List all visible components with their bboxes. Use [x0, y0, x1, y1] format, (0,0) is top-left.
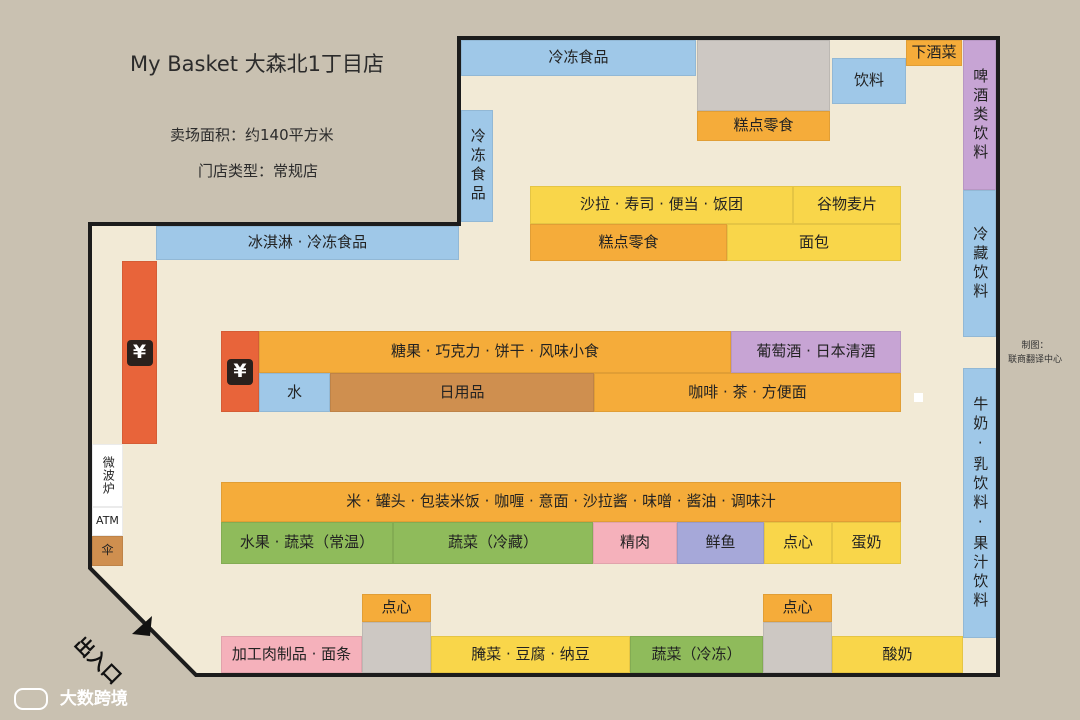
section-rice-etc: 米 · 罐头 · 包装米饭 · 咖喱 · 意面 · 沙拉酱 · 味噌 · 酱油 … [221, 482, 901, 522]
map-credit: 制图： 联商翻译中心 [1008, 340, 1062, 367]
gray-block-top [697, 40, 830, 111]
section-daily-goods: 日用品 [330, 373, 594, 412]
section-coffee-tea: 咖啡 · 茶 · 方便面 [594, 373, 901, 412]
watermark-text: 大数跨境 [59, 689, 128, 709]
section-snacks-mid: 糕点零食 [530, 224, 727, 261]
section-dessert-row: 点心 [764, 522, 832, 564]
section-dessert-bottom-right: 点心 [763, 594, 832, 622]
section-dessert-bottom-left: 点心 [362, 594, 431, 622]
section-processed-meat: 加工肉制品 · 面条 [221, 636, 362, 673]
section-liquor-small: 下酒菜 [906, 40, 962, 66]
section-veg-chilled: 蔬菜（冷藏） [393, 522, 593, 564]
section-snacks-top: 糕点零食 [697, 111, 830, 141]
section-drinks-top: 饮料 [832, 58, 906, 104]
section-chilled-drinks: 冷藏饮料 [963, 190, 996, 337]
gray-block-bottom-left [362, 622, 431, 673]
section-veg-frozen: 蔬菜（冷冻） [630, 636, 763, 673]
entrance-arrow-icon [132, 616, 152, 636]
section-ice-cream: 冰淇淋 · 冷冻食品 [156, 226, 459, 260]
section-eggs-dairy: 蛋奶 [832, 522, 901, 564]
umbrella-stand: 伞 [92, 536, 123, 566]
microwave[interactable]: 微波炉 [92, 444, 123, 507]
section-bread: 面包 [727, 224, 901, 261]
section-frozen-vertical: 冷冻食品 [461, 110, 493, 222]
section-fish: 鲜鱼 [677, 522, 764, 564]
section-milk-juice: 牛奶·乳饮料·果汁饮料 [963, 368, 996, 638]
atm[interactable]: ATM [92, 507, 123, 536]
credit-line-2: 联商翻译中心 [1008, 354, 1063, 365]
store-title: My Basket 大森北1丁目店 [130, 52, 385, 76]
register-center[interactable]: ¥ [221, 331, 259, 412]
store-type-text: 门店类型：常规店 [198, 162, 319, 180]
white-marker [914, 393, 923, 402]
register-left[interactable]: ¥ [122, 261, 157, 444]
floor-area-text: 卖场面积：约140平方米 [170, 126, 334, 144]
section-cereal: 谷物麦片 [793, 186, 901, 224]
section-yogurt: 酸奶 [832, 636, 963, 673]
logo-icon [14, 688, 48, 710]
watermark: 大数跨境 [14, 684, 128, 710]
credit-line-1: 制图： [1021, 341, 1049, 351]
section-beer: 啤酒类饮料 [963, 40, 996, 190]
section-water: 水 [259, 373, 330, 412]
yen-icon: ¥ [126, 339, 153, 366]
section-wine-sake: 葡萄酒 · 日本清酒 [731, 331, 901, 373]
section-fruit-veg: 水果 · 蔬菜（常温） [221, 522, 393, 564]
yen-icon: ¥ [227, 358, 253, 385]
section-meat: 精肉 [593, 522, 677, 564]
section-salad-sushi: 沙拉 · 寿司 · 便当 · 饭团 [530, 186, 793, 224]
gray-block-bottom-right [763, 622, 832, 673]
section-candy: 糖果 · 巧克力 · 饼干 · 风味小食 [259, 331, 731, 373]
section-frozen-top: 冷冻食品 [461, 40, 696, 76]
section-pickles-tofu: 腌菜 · 豆腐 · 纳豆 [431, 636, 630, 673]
